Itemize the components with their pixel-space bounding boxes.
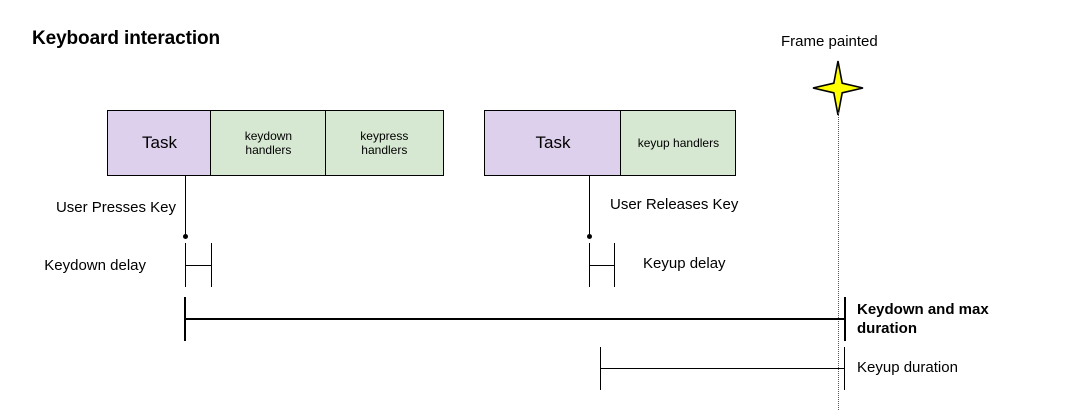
keyup-handlers-box[interactable]: keyup handlers <box>620 110 737 176</box>
user-presses-key-label: User Presses Key <box>55 199 176 216</box>
keydown-duration-end-tick <box>844 297 846 341</box>
keydown-delay-label: Keydown delay <box>44 257 146 274</box>
task-box-keydown-label: Task <box>142 132 177 152</box>
keydown-handlers-box[interactable]: keydown handlers <box>210 110 327 176</box>
keyup-duration-end-tick <box>844 347 845 390</box>
page-title: Keyboard interaction <box>32 28 221 49</box>
keyup-delay-span <box>589 265 614 266</box>
frame-painted-label: Frame painted <box>781 33 878 50</box>
user-releases-key-arrow <box>589 176 590 236</box>
keydown-delay-end-tick <box>211 243 212 287</box>
task-box-keyup[interactable]: Task <box>484 110 622 176</box>
keydown-delay-span <box>185 265 211 266</box>
keypress-handlers-label: keypress handlers <box>360 128 409 157</box>
keyup-delay-end-tick <box>614 243 615 287</box>
task-box-keydown[interactable]: Task <box>107 110 212 176</box>
keyup-duration-span <box>600 368 845 369</box>
user-releases-key-label: User Releases Key <box>610 196 739 213</box>
keyup-handlers-label: keyup handlers <box>637 135 720 150</box>
keyup-duration-label: Keyup duration <box>857 359 958 376</box>
frame-painted-guideline <box>838 112 839 410</box>
keydown-handlers-label: keydown handlers <box>244 128 293 157</box>
user-presses-key-arrowhead <box>182 234 188 239</box>
frame-painted-star-icon <box>812 60 864 116</box>
keydown-sequence-boxes: Task keydown handlers keypress handlers <box>107 110 444 176</box>
user-releases-key-arrowhead <box>586 234 592 239</box>
task-box-keyup-label: Task <box>535 132 571 152</box>
keydown-duration-span <box>184 318 846 320</box>
keydown-duration-label: Keydown and max duration <box>857 301 989 337</box>
keyup-sequence-boxes: Task keyup handlers <box>484 110 737 176</box>
keyup-delay-label: Keyup delay <box>643 255 726 272</box>
keypress-handlers-box[interactable]: keypress handlers <box>324 110 444 176</box>
user-presses-key-arrow <box>185 176 186 236</box>
